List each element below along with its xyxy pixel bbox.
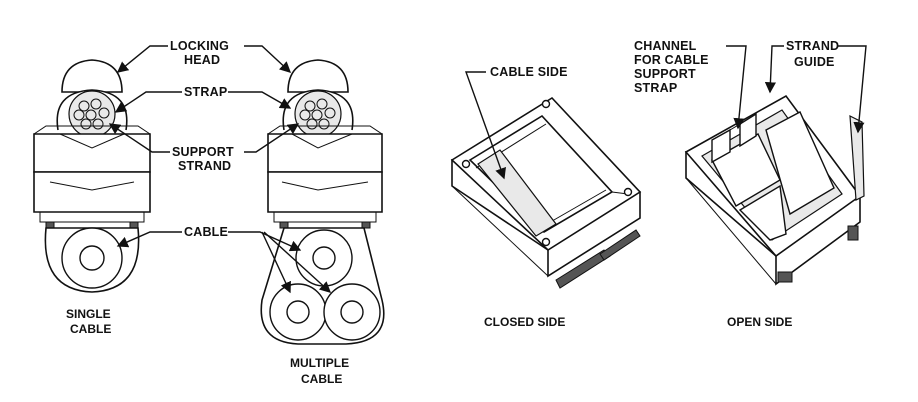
compartment-front: [738, 184, 787, 241]
label-cable-side: CABLE SIDE: [465, 65, 568, 180]
label-strap-text: STRAP: [184, 85, 227, 99]
cable-multiple-left: [269, 283, 327, 341]
label-cable-text: CABLE: [184, 225, 228, 239]
spacer-body-lower-single: [33, 171, 151, 213]
label-channel-line4: STRAP: [634, 81, 677, 95]
label-support-strand: SUPPORT STRAND: [108, 123, 300, 173]
cable-single: [44, 227, 140, 293]
label-channel-line3: SUPPORT: [634, 67, 696, 81]
spacer-body-upper-multiple: [267, 133, 383, 173]
label-locking-head-line2: HEAD: [184, 53, 220, 67]
support-strand-single: [68, 90, 116, 138]
channel-post-left: [711, 128, 731, 164]
caption-open-side: OPEN SIDE: [727, 315, 792, 329]
caption-multiple-line2: CABLE: [301, 372, 342, 386]
locking-head-single: [61, 59, 123, 93]
label-locking-head-line1: LOCKING: [170, 39, 229, 53]
label-support-strand-line2: STRAND: [178, 159, 231, 173]
label-strand-guide-line1: STRAND: [786, 39, 839, 53]
label-channel: CHANNEL FOR CABLE SUPPORT STRAP: [634, 39, 747, 130]
cable-multiple-right: [323, 283, 381, 341]
label-strand-guide: STRAND GUIDE: [764, 39, 867, 134]
spacer-body-lower-multiple: [267, 171, 383, 213]
caption-closed-side: CLOSED SIDE: [484, 315, 565, 329]
label-locking-head: LOCKING HEAD: [116, 39, 292, 73]
spacer-open-side: [684, 94, 865, 286]
caption-single-line1: SINGLE: [66, 307, 111, 321]
label-strap: STRAP: [114, 85, 292, 113]
caption-multiple-line1: MULTIPLE: [290, 356, 349, 370]
label-cable: CABLE: [116, 225, 332, 294]
caption-single-line2: CABLE: [70, 322, 111, 336]
cable-multiple-top: [295, 229, 353, 287]
label-support-strand-line1: SUPPORT: [172, 145, 234, 159]
strand-guide: [849, 114, 865, 201]
label-strand-guide-line2: GUIDE: [794, 55, 835, 69]
single-cable-spacer: [33, 59, 151, 293]
spacer-closed-side: [450, 96, 642, 289]
label-cable-side-text: CABLE SIDE: [490, 65, 568, 79]
locking-head-multiple: [287, 59, 349, 93]
support-strand-multiple: [294, 90, 342, 138]
label-channel-line1: CHANNEL: [634, 39, 697, 53]
label-channel-line2: FOR CABLE: [634, 53, 709, 67]
compartment-right: [765, 111, 835, 216]
